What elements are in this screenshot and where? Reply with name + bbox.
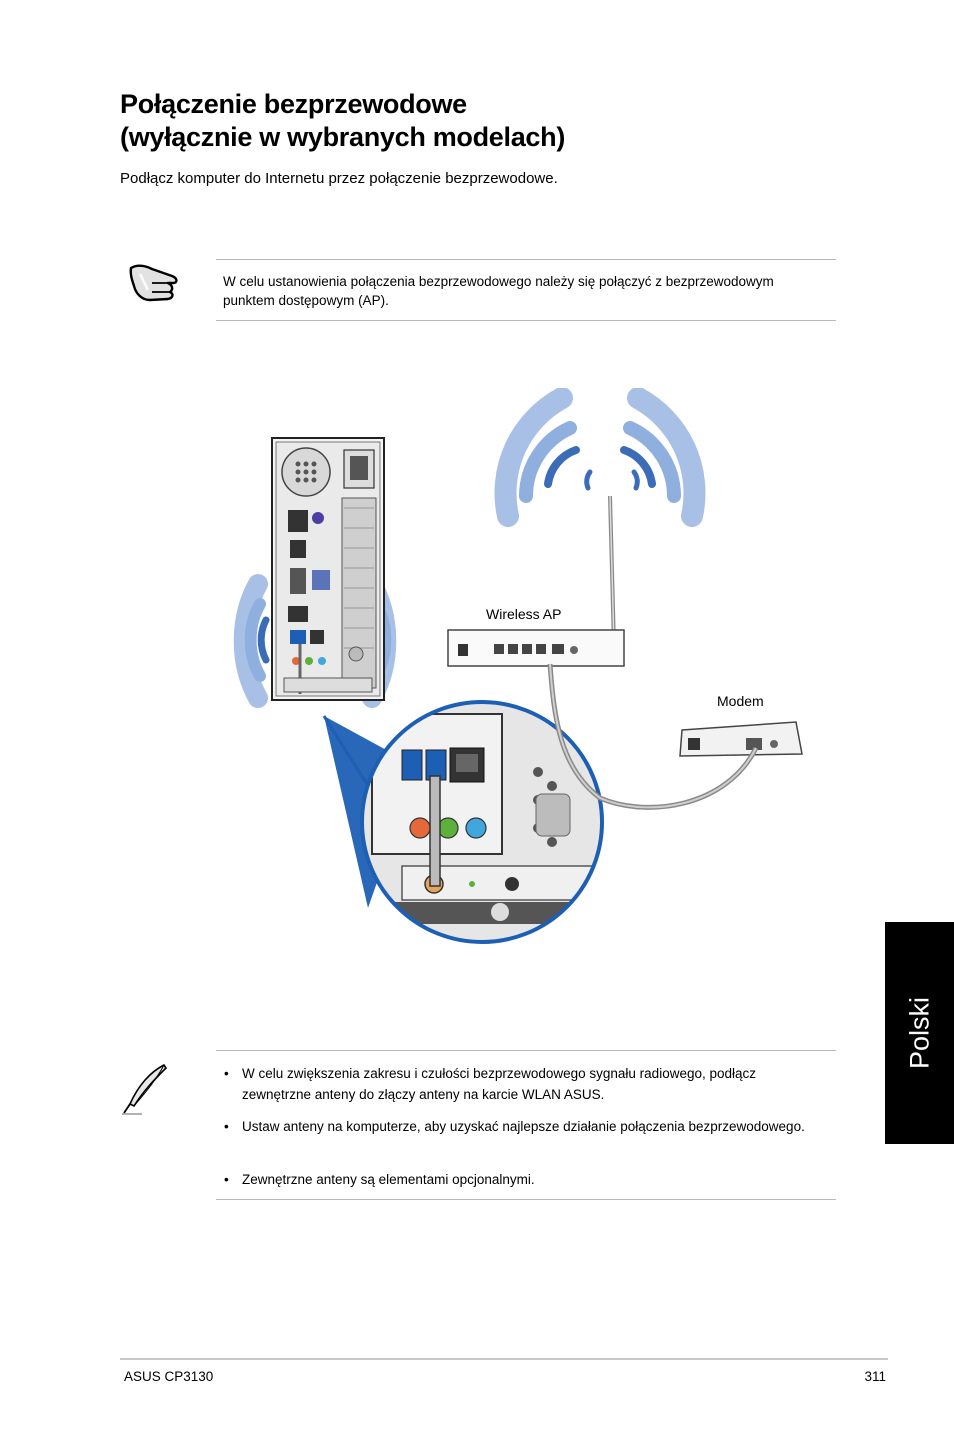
desktop-pc-rear <box>271 437 385 701</box>
tip-text: Zewnętrzne anteny są elementami opcjonal… <box>242 1172 535 1187</box>
bullet: • <box>224 1119 229 1134</box>
footer-divider <box>120 1358 888 1360</box>
bullet: • <box>224 1066 229 1081</box>
zoomed-port-detail <box>362 702 602 942</box>
page-title-line-1: Połączenie bezprzewodowe <box>120 89 467 119</box>
quill-pen-icon <box>122 1063 168 1115</box>
list-item: • W celu zwiększenia zakresu i czułości … <box>224 1063 827 1105</box>
wireless-router <box>447 495 625 667</box>
note-text: W celu ustanowienia połączenia bezprzewo… <box>223 274 774 308</box>
list-item: • Zewnętrzne anteny są elementami opcjon… <box>224 1169 827 1190</box>
tip-text: Ustaw anteny na komputerze, aby uzyskać … <box>242 1119 805 1134</box>
language-side-tab: Polski <box>885 922 954 1144</box>
list-item: • Ustaw anteny na komputerze, aby uzyska… <box>224 1116 827 1137</box>
tips-box: • W celu zwiększenia zakresu i czułości … <box>216 1050 836 1200</box>
modem-label: Modem <box>717 693 764 709</box>
intro-paragraph: Podłącz komputer do Internetu przez połą… <box>120 170 558 187</box>
wireless-connection-diagram: Wireless AP Modem <box>233 388 803 944</box>
footer-page-number: 311 <box>864 1369 886 1384</box>
wireless-ap-label: Wireless AP <box>486 606 561 622</box>
side-tab-label: Polski <box>904 996 934 1070</box>
bullet: • <box>224 1172 229 1187</box>
page-title: Połączenie bezprzewodowe (wyłącznie w wy… <box>120 88 740 154</box>
wireless-ap-waves <box>494 388 706 527</box>
pointing-hand-icon <box>129 264 178 302</box>
tip-text: W celu zwiększenia zakresu i czułości be… <box>242 1066 757 1102</box>
note-box: W celu ustanowienia połączenia bezprzewo… <box>216 259 836 321</box>
page-title-line-2: (wyłącznie w wybranych modelach) <box>120 122 566 152</box>
modem <box>679 721 803 757</box>
footer-product-name: ASUS CP3130 <box>124 1369 214 1384</box>
